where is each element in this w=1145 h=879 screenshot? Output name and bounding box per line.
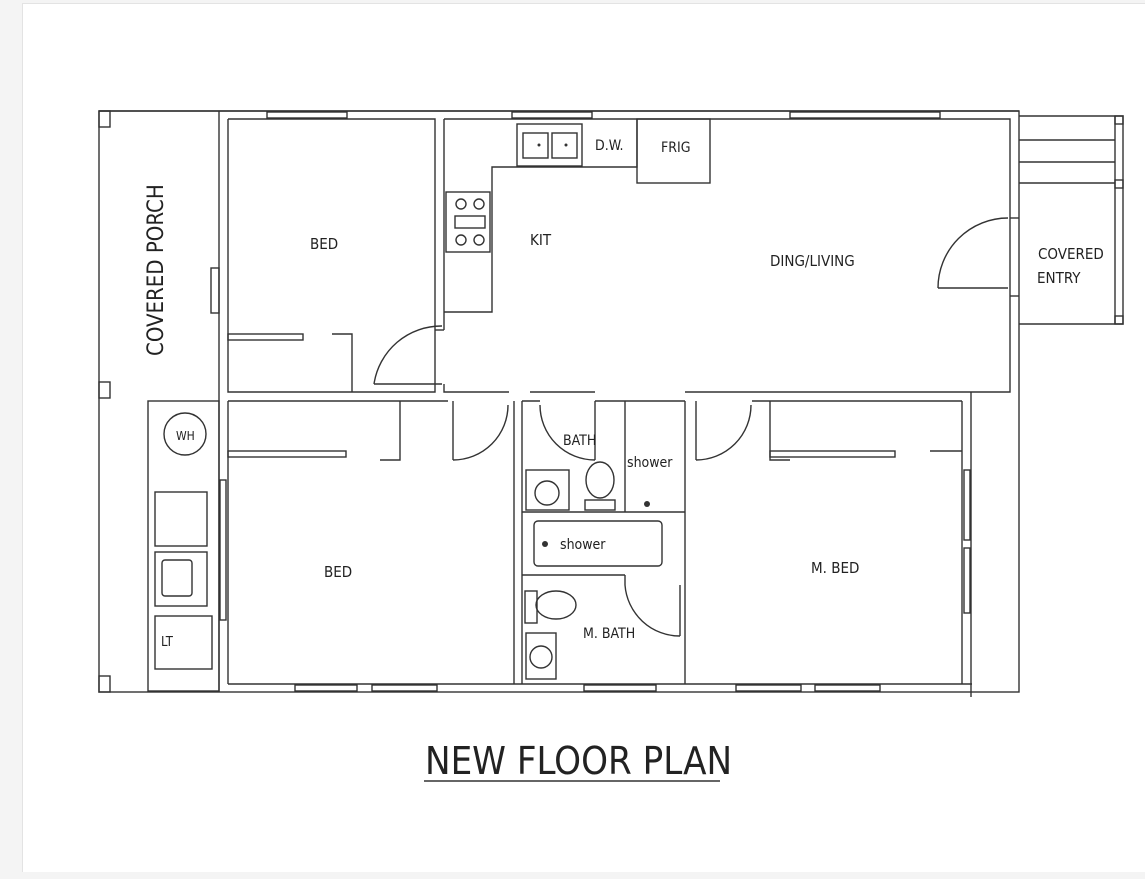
covered-entry-label-2: ENTRY — [1037, 269, 1081, 287]
bath-fixtures — [524, 461, 663, 680]
frig-label: FRIG — [661, 140, 690, 156]
wh-label: WH — [176, 429, 195, 443]
covered-entry-label-1: COVERED — [1038, 245, 1104, 263]
kitchen-living-walls — [435, 118, 1019, 393]
floor-plan-title: NEW FLOOR PLAN — [425, 739, 732, 783]
exterior-walls — [98, 110, 1020, 693]
lt-label: LT — [161, 635, 174, 650]
bottom-bed-label: BED — [324, 563, 352, 581]
shower-small-label: shower — [627, 455, 673, 471]
dw-label: D.W. — [595, 138, 624, 154]
m-bath-label: M. BATH — [583, 626, 635, 642]
lower-walls — [219, 392, 972, 697]
covered-entry-structure — [1019, 115, 1124, 325]
laundry-area — [147, 400, 220, 692]
m-bed-label: M. BED — [811, 559, 859, 577]
shower-tub-label: shower — [560, 537, 606, 553]
ding-living-label: DING/LIVING — [770, 252, 855, 270]
covered-porch-label: COVERED PORCH — [144, 184, 169, 356]
drawing-sheet — [22, 3, 1145, 872]
bath-label: BATH — [563, 433, 596, 449]
top-bed-label: BED — [310, 235, 338, 253]
kit-label: KIT — [530, 231, 552, 249]
top-bed-details — [227, 325, 443, 392]
